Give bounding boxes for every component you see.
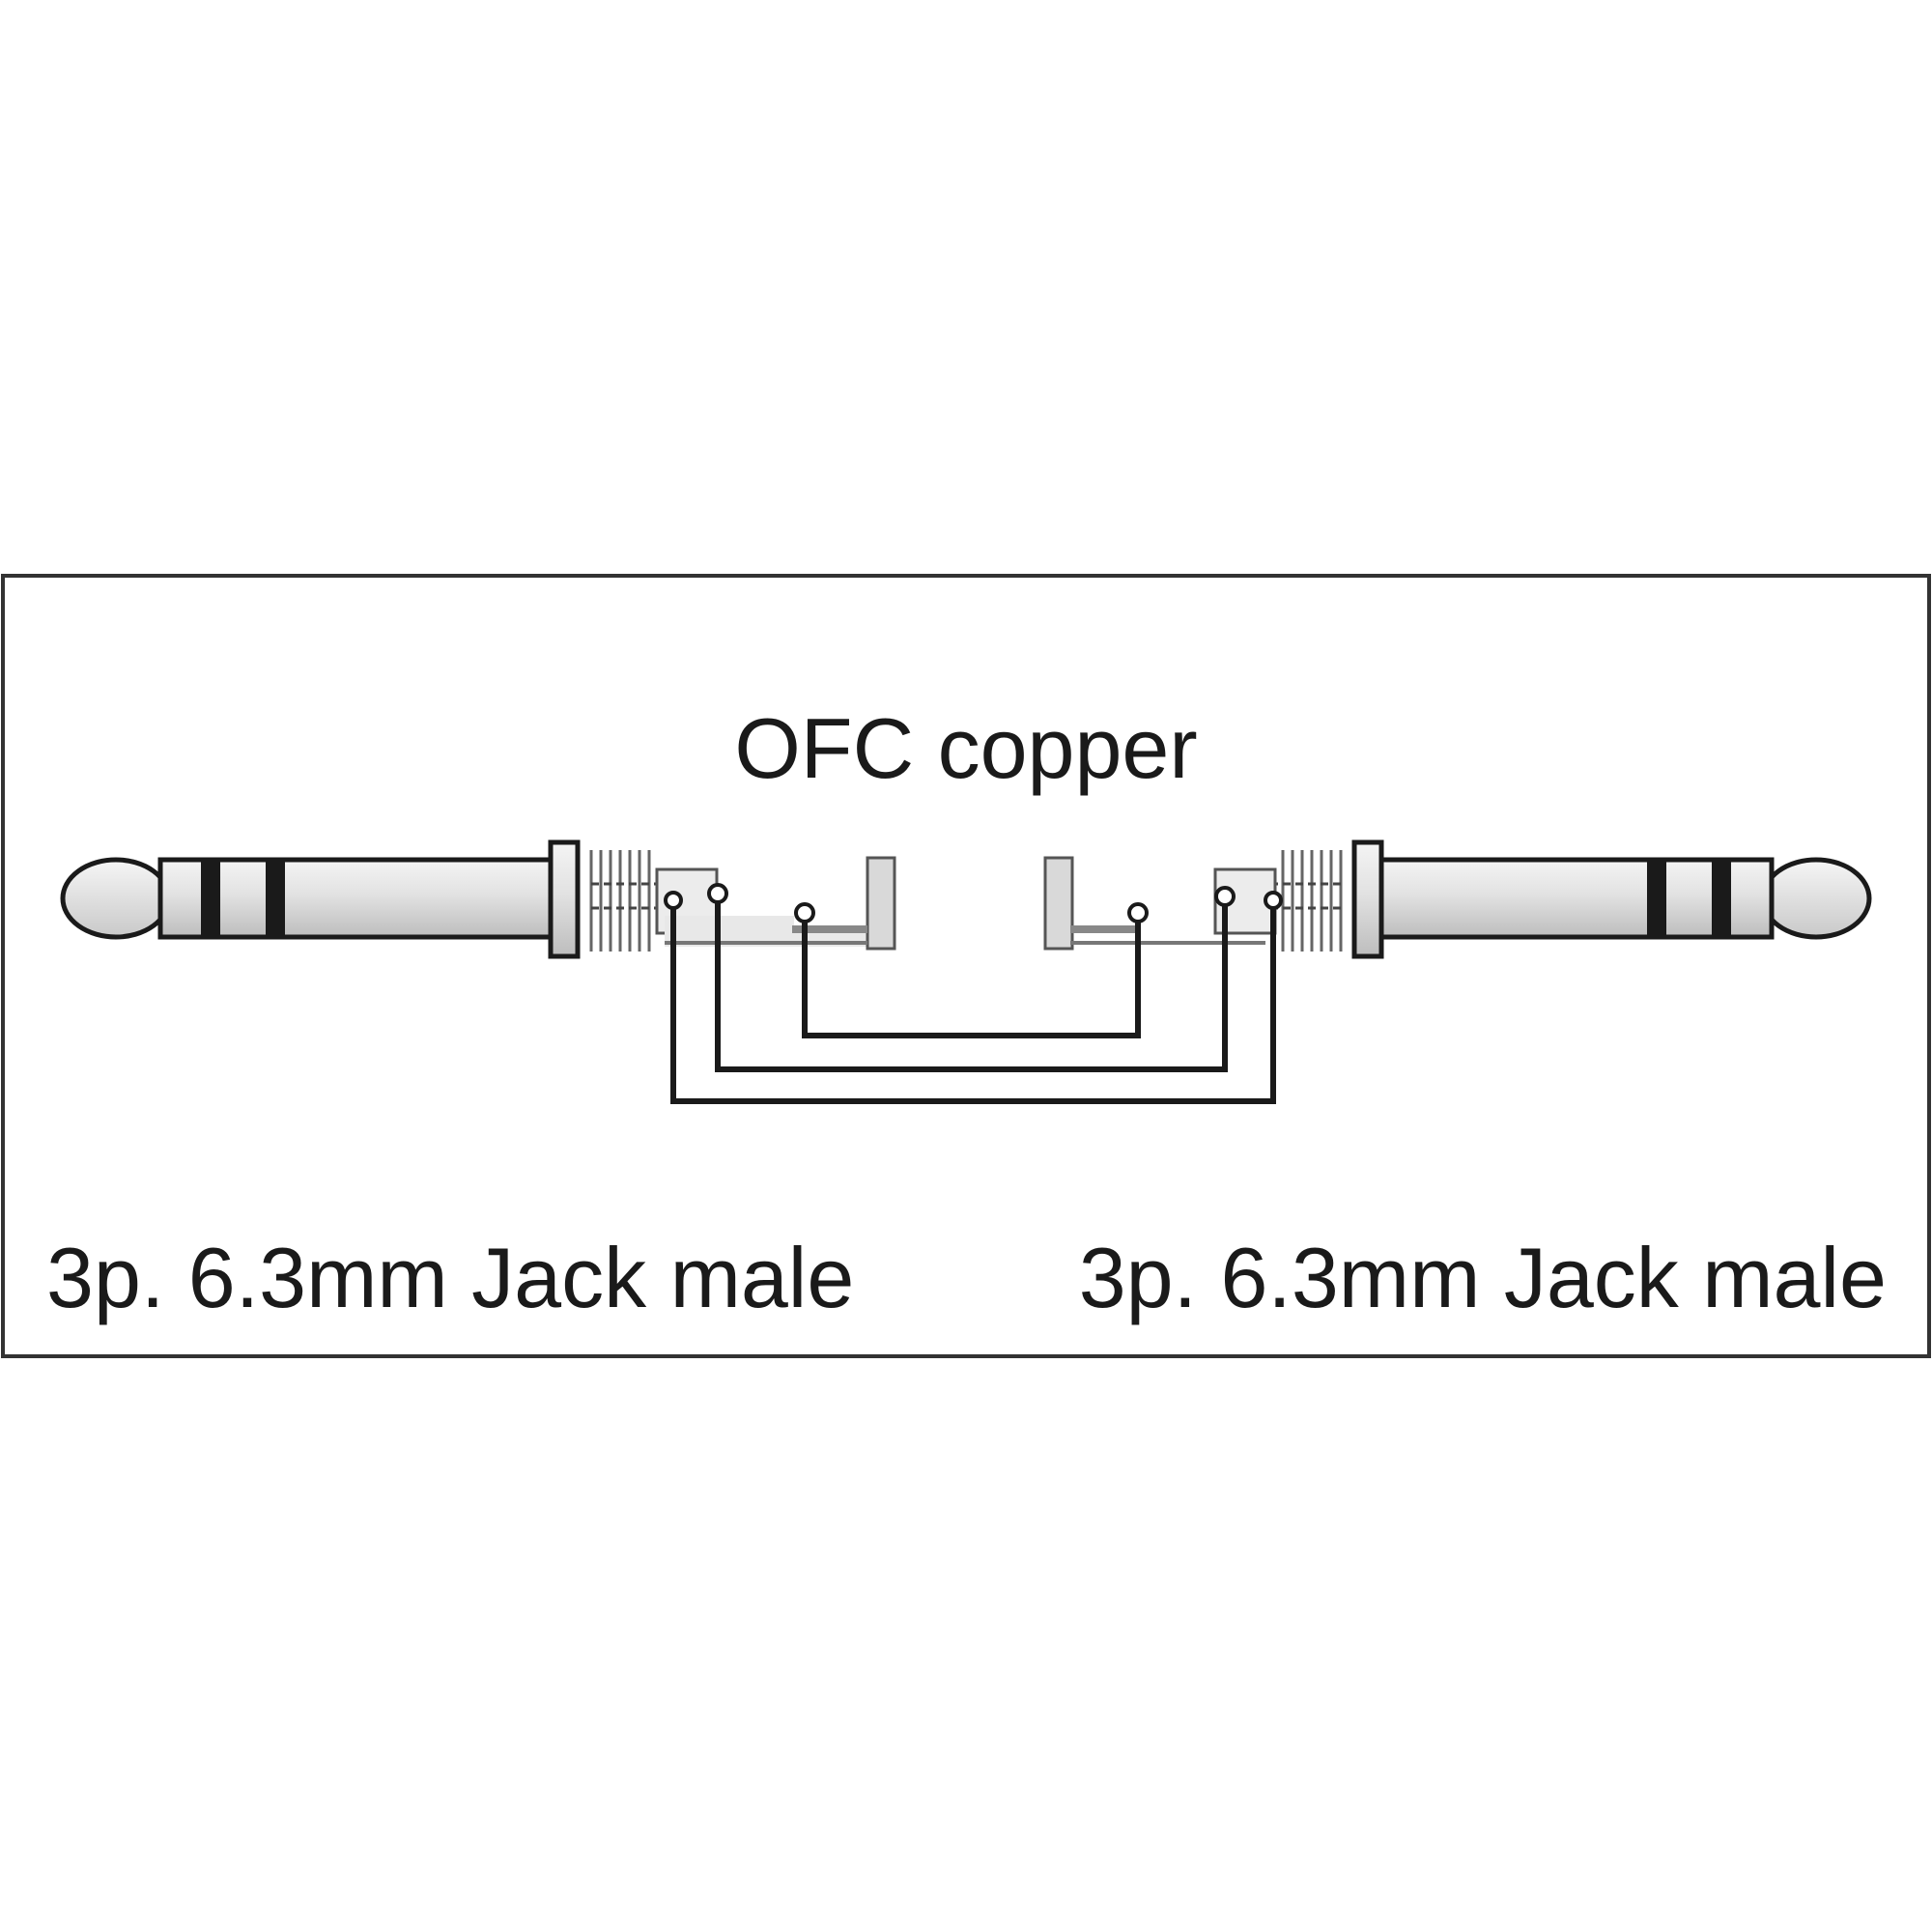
wire-sleeve	[802, 913, 1141, 1038]
cable-sheath	[665, 856, 1265, 951]
right-jack-plug-icon	[1213, 839, 1872, 959]
cable-label: OFC copper	[734, 700, 1197, 796]
wire-ring	[715, 898, 1228, 1072]
wiring	[670, 898, 1276, 1104]
solder-points	[664, 883, 1283, 923]
left-jack-plug-icon	[60, 839, 719, 959]
diagram-frame	[1, 574, 1931, 1358]
right-connector-label: 3p. 6.3mm Jack male	[1079, 1230, 1887, 1325]
wire-tip	[670, 903, 1276, 1104]
left-connector-label: 3p. 6.3mm Jack male	[46, 1230, 854, 1325]
